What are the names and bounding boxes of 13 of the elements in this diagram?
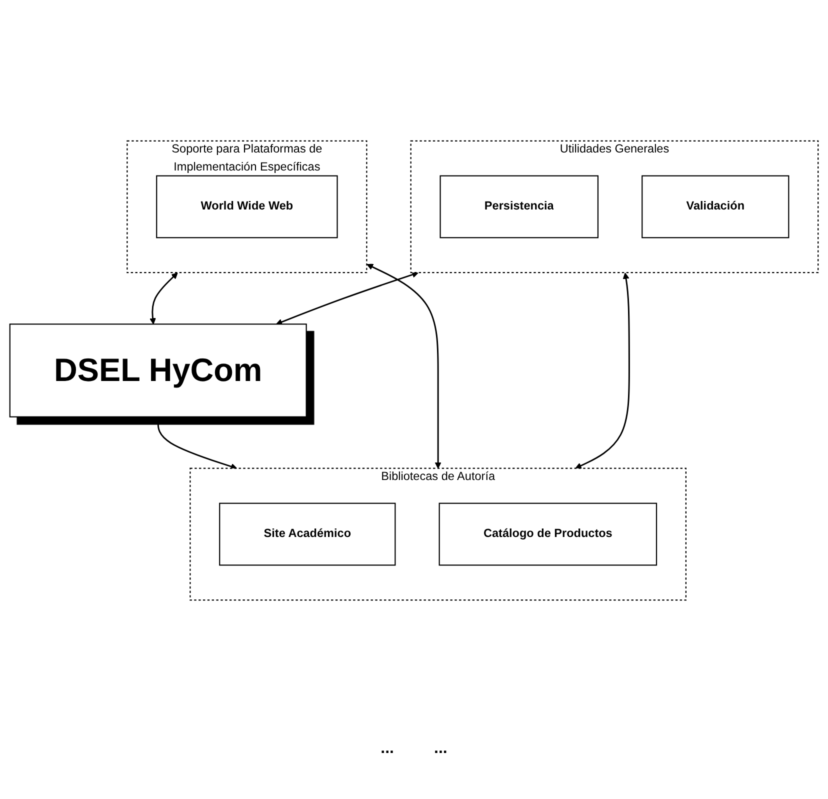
node-box: Catálogo de Productos bbox=[438, 502, 658, 566]
arrow bbox=[150, 272, 178, 324]
arrow bbox=[276, 271, 419, 325]
arrow bbox=[154, 416, 238, 470]
ellipsis-text: ... bbox=[434, 740, 448, 758]
node-box: Site Académico bbox=[219, 502, 396, 566]
node-box: DSEL HyCom bbox=[9, 323, 307, 417]
arrow bbox=[575, 272, 630, 468]
node-box: World Wide Web bbox=[156, 174, 338, 238]
ellipsis-text: ... bbox=[380, 740, 394, 758]
node-box: Persistencia bbox=[440, 174, 599, 238]
node-box: Validación bbox=[642, 174, 790, 238]
arrow bbox=[366, 263, 442, 468]
